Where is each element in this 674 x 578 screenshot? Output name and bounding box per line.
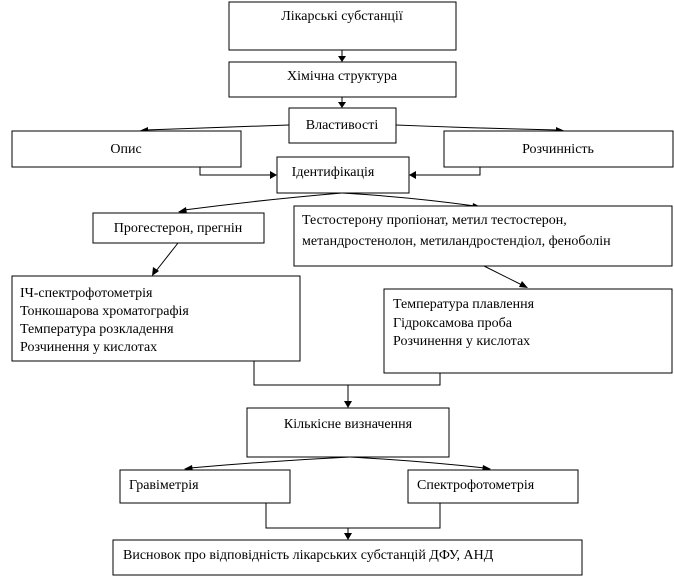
label-structure: Хімічна структура xyxy=(287,69,398,84)
node-solubility: Розчинність xyxy=(443,130,674,168)
edge-identification-progesterone xyxy=(183,192,343,211)
label-properties: Властивості xyxy=(306,118,379,133)
node-methods-right: Температура плавлення Гідроксамова проба… xyxy=(383,288,673,374)
arrowhead xyxy=(409,171,416,179)
edge-quantitative-gravimetry xyxy=(189,456,351,469)
arrowhead xyxy=(178,207,187,214)
arrowhead xyxy=(338,56,346,62)
arrowhead xyxy=(344,401,352,408)
edge-identification-testosterone xyxy=(341,192,476,207)
arrowhead xyxy=(338,102,346,108)
edge-description-identification xyxy=(199,167,271,176)
label-quantitative: Кількісне визначення xyxy=(284,417,413,432)
node-description: Опис xyxy=(11,130,242,168)
node-spectrophotometry: Спектрофотометрія xyxy=(407,469,579,504)
node-testosterone: Тестостерону пропіонат, метил тестостеро… xyxy=(293,205,673,267)
edge-properties-description xyxy=(144,124,290,131)
label-description: Опис xyxy=(110,142,141,157)
arrowhead xyxy=(270,171,277,179)
node-substances: Лікарські субстанції xyxy=(228,1,457,51)
label-methods-left-line2: Тонкошарова хроматографія xyxy=(20,304,189,319)
label-solubility: Розчинність xyxy=(522,142,594,157)
node-properties: Властивості xyxy=(288,107,397,144)
label-methods-left-line1: ІЧ-спектрофотометрія xyxy=(20,286,153,301)
edge-methods-right-merge xyxy=(348,373,441,386)
label-testosterone-line1: Тестостерону пропіонат, метил тестостеро… xyxy=(302,213,567,228)
edge-progesterone-methods-left xyxy=(155,242,179,272)
node-identification: Ідентифікація xyxy=(276,156,410,194)
arrowhead xyxy=(152,267,159,276)
edge-gravimetry-merge xyxy=(265,503,348,529)
label-gravimetry: Гравіметрія xyxy=(129,478,199,493)
edge-testosterone-methods-right xyxy=(483,265,523,286)
label-spectrophotometry: Спектрофотометрія xyxy=(417,478,535,493)
node-quantitative: Кількісне визначення xyxy=(246,407,450,458)
edge-spectrophotometry-merge xyxy=(348,503,441,529)
label-methods-right-line2: Гідроксамова проба xyxy=(393,316,513,331)
arrowhead xyxy=(344,533,352,540)
label-methods-left-line4: Розчинення у кислотах xyxy=(20,340,157,355)
edge-solubility-identification xyxy=(415,167,481,176)
node-conclusion: Висновок про відповідність лікарських су… xyxy=(112,539,583,576)
node-methods-left: ІЧ-спектрофотометрія Тонкошарова хромато… xyxy=(11,275,301,362)
node-gravimetry: Гравіметрія xyxy=(119,469,291,504)
node-progesterone: Прогестерон, прегнін xyxy=(92,212,265,244)
label-conclusion: Висновок про відповідність лікарських су… xyxy=(123,548,494,563)
arrowhead xyxy=(519,281,528,288)
node-structure: Хімічна структура xyxy=(228,61,457,98)
label-progesterone: Прогестерон, прегнін xyxy=(114,221,243,236)
label-identification: Ідентифікація xyxy=(292,165,375,180)
edge-methods-left-merge xyxy=(253,361,348,386)
label-substances: Лікарські субстанції xyxy=(281,9,403,24)
edge-properties-solubility xyxy=(395,124,559,131)
edge-quantitative-spectrophotometry xyxy=(349,456,486,469)
label-methods-left-line3: Температура розкладення xyxy=(20,322,174,337)
label-methods-right-line1: Температура плавлення xyxy=(393,297,535,312)
label-testosterone-line2: метандростенолон, метиландростендіол, фе… xyxy=(302,234,611,249)
label-methods-right-line3: Розчинення у кислотах xyxy=(393,334,530,349)
